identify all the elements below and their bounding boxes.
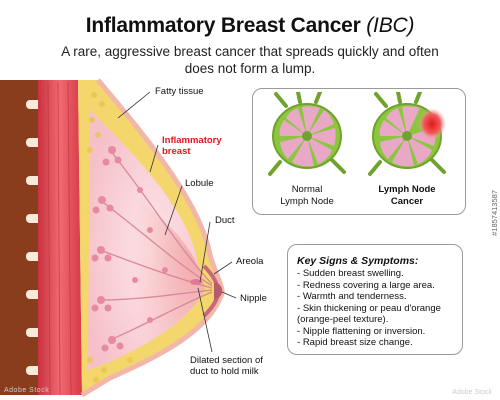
sign-item: Redness covering a large area. [297, 280, 462, 292]
cancer-caption-line-2: Cancer [390, 196, 424, 207]
label-inflammatory-breast: Inflammatory breast [162, 135, 222, 157]
sign-item-continuation: (orange-peel texture). [297, 314, 389, 325]
lobules [91, 146, 168, 352]
watermark-left: Adobe Stock [4, 387, 50, 394]
sign-item: Nipple flattening or inversion. [297, 326, 462, 338]
cancer-lymph-node-caption: Lymph Node Cancer [362, 184, 452, 208]
normal-caption-line-2: Lymph Node [280, 196, 334, 207]
normal-lymph-node-illustration [268, 92, 346, 176]
fat-cells [87, 92, 133, 383]
skin-outline [80, 78, 225, 398]
label-inflammatory-line-2: breast [162, 146, 191, 157]
stock-id: #1857413587 [490, 190, 499, 236]
leader-lines [117, 91, 237, 353]
subtitle-line-2: does not form a lump. [184, 61, 316, 76]
normal-lymph-node-caption: Normal Lymph Node [262, 184, 352, 208]
key-signs-title: Key Signs & Symptoms: [297, 255, 419, 267]
title-abbr: (IBC) [366, 14, 415, 37]
label-dilated-line-1: Dilated section of [190, 355, 263, 366]
label-areola: Areola [236, 256, 264, 267]
nipple [214, 282, 223, 300]
dilated-duct [190, 279, 202, 285]
label-nipple: Nipple [240, 293, 267, 304]
key-signs-list: Sudden breast swelling. Redness covering… [297, 268, 462, 349]
label-dilated-line-2: duct to hold milk [190, 366, 259, 377]
label-duct: Duct [215, 215, 235, 226]
watermark-right: Adobe Stock [452, 389, 492, 396]
sign-item: Warmth and tenderness. [297, 291, 462, 303]
page-title: Inflammatory Breast Cancer (IBC) [0, 14, 500, 38]
sign-item: Rapid breast size change. [297, 337, 462, 349]
cancer-caption-line-1: Lymph Node [378, 184, 436, 195]
sign-item: Sudden breast swelling. [297, 268, 462, 280]
key-signs-panel: Key Signs & Symptoms: Sudden breast swel… [287, 244, 463, 355]
label-dilated-duct: Dilated section of duct to hold milk [190, 355, 263, 377]
milk-ducts [99, 149, 213, 341]
title-text: Inflammatory Breast Cancer [85, 14, 361, 37]
sign-item: Skin thickening or peau d'orange [297, 303, 462, 315]
label-inflammatory-line-1: Inflammatory [162, 135, 222, 146]
cancer-lymph-node-illustration [368, 92, 446, 176]
pectoral-muscle [38, 80, 82, 395]
label-lobule: Lobule [185, 178, 214, 189]
normal-caption-line-1: Normal [291, 184, 323, 195]
chest-wall [0, 80, 38, 395]
subtitle: A rare, aggressive breast cancer that sp… [20, 43, 480, 77]
inflamed-region [110, 180, 205, 355]
label-fatty-tissue: Fatty tissue [155, 86, 204, 97]
subtitle-line-1: A rare, aggressive breast cancer that sp… [61, 44, 439, 59]
